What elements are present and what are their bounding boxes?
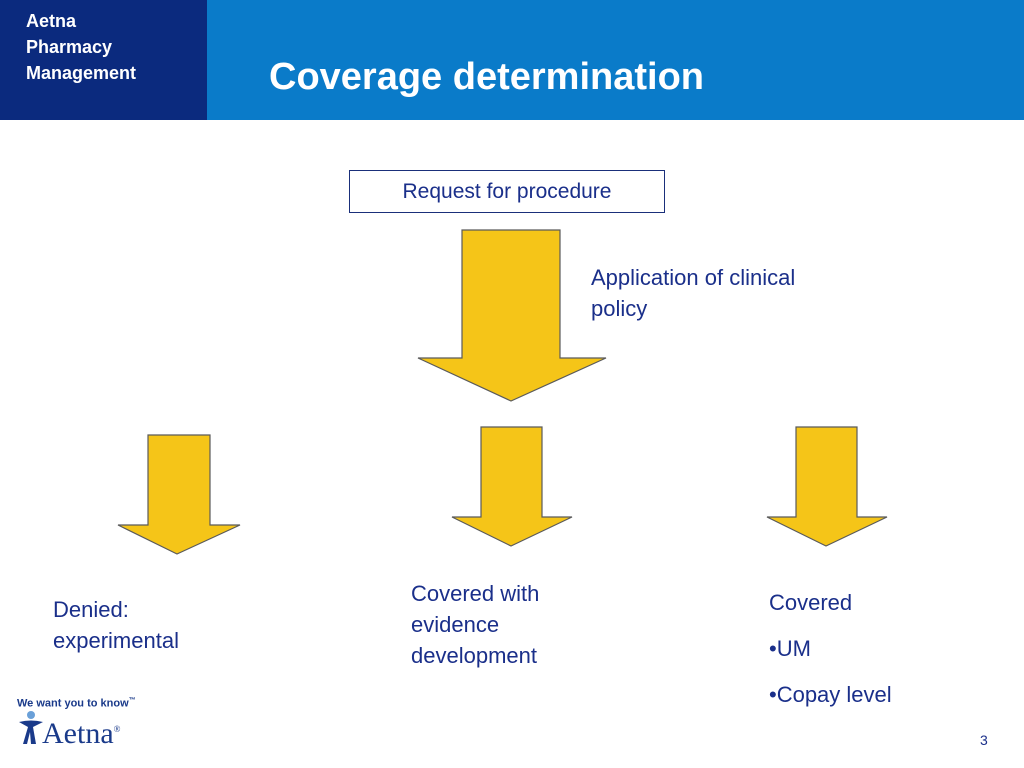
evidence-down-arrow xyxy=(451,426,573,547)
slide-title: Coverage determination xyxy=(269,56,704,98)
covered-down-arrow xyxy=(766,426,888,547)
outcome-denied: Denied: experimental xyxy=(53,594,253,656)
logo-text: Aetna xyxy=(42,717,114,750)
outcome-evidence-line-2: evidence xyxy=(411,612,500,637)
slide-header: Aetna Pharmacy Management Coverage deter… xyxy=(0,0,1024,120)
footer-tagline-mark: ™ xyxy=(128,697,136,704)
footer-tagline: We want you to know™ xyxy=(17,694,136,711)
brand-line-3: Management xyxy=(26,63,137,83)
outcome-denied-line-1: Denied: xyxy=(53,597,129,622)
footer-tagline-text: We want you to know xyxy=(17,697,129,710)
brand-line-2: Pharmacy xyxy=(26,37,113,57)
logo-mark: ® xyxy=(113,724,121,734)
brand-name: Aetna Pharmacy Management xyxy=(26,8,201,86)
outcome-denied-line-2: experimental xyxy=(53,628,179,653)
main-down-arrow xyxy=(417,229,607,402)
outcome-covered-line-1: Covered xyxy=(769,590,853,615)
page-number: 3 xyxy=(980,732,988,748)
policy-label: Application of clinical policy xyxy=(591,262,851,324)
outcome-evidence: Covered with evidence development xyxy=(411,578,611,671)
policy-label-line-2: policy xyxy=(591,296,648,321)
outcome-covered-line-3: •Copay level xyxy=(769,682,892,707)
outcome-evidence-line-3: development xyxy=(411,643,537,668)
logo-figure-icon xyxy=(19,711,43,744)
outcome-covered-line-2: •UM xyxy=(769,636,811,661)
brand-line-1: Aetna xyxy=(26,11,77,31)
outcome-covered: Covered •UM •Copay level xyxy=(769,587,969,710)
brand-box: Aetna Pharmacy Management xyxy=(0,0,207,120)
logo-wordmark: Aetna® xyxy=(42,712,120,751)
aetna-logo: Aetna® xyxy=(18,710,120,750)
request-box: Request for procedure xyxy=(349,170,665,213)
denied-down-arrow xyxy=(117,434,241,555)
policy-label-line-1: Application of clinical xyxy=(591,265,796,290)
outcome-evidence-line-1: Covered with xyxy=(411,581,540,606)
